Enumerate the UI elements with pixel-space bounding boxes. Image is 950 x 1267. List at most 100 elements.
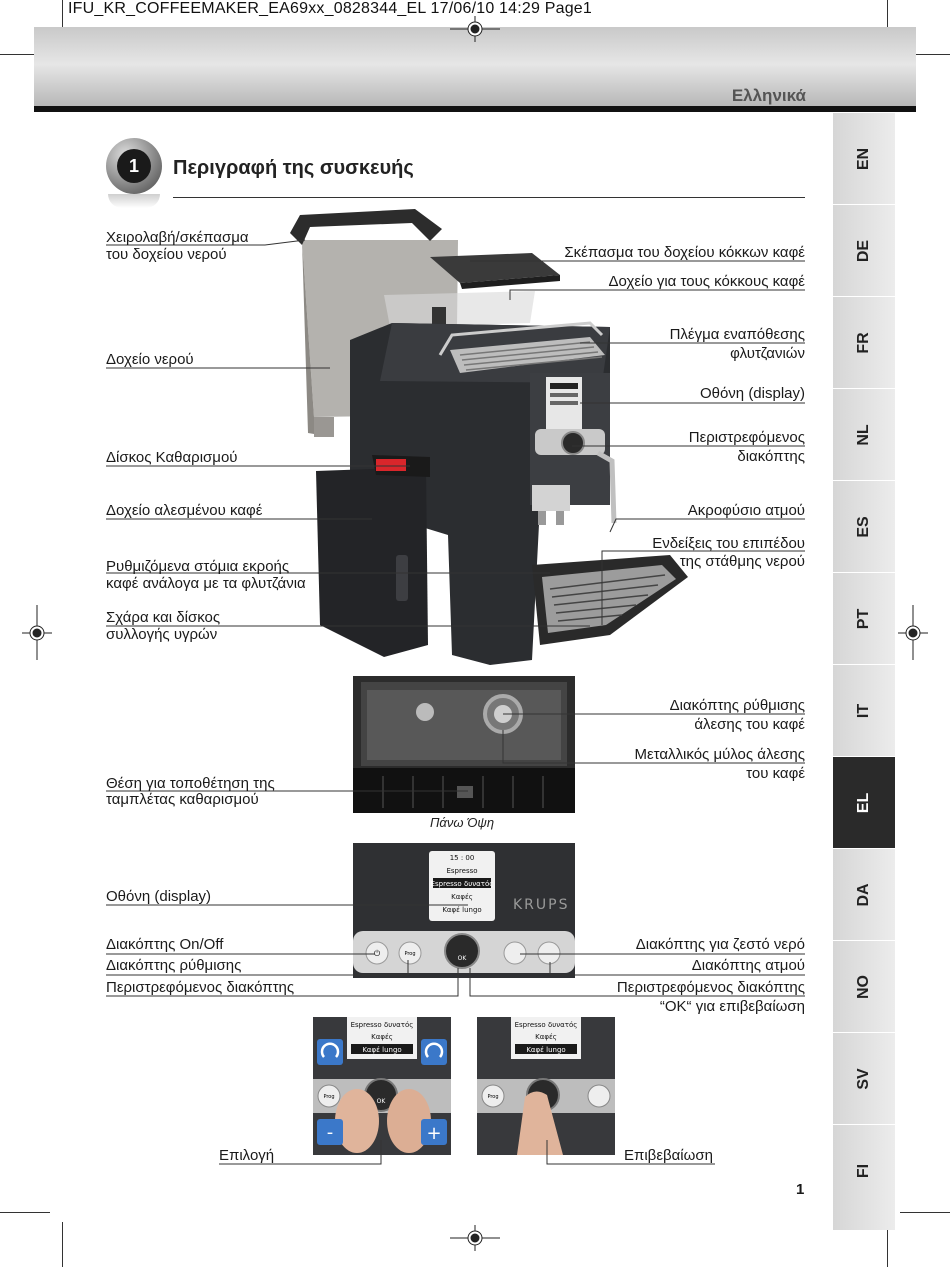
cup-grid — [450, 337, 605, 373]
label-handle-line2: του δοχείου νερού — [106, 246, 227, 263]
label-cleaning-tablet-line2: ταμπλέτας καθαρισμού — [106, 791, 259, 808]
svg-text:+: + — [426, 1123, 441, 1144]
label-on-off: Διακόπτης On/Off — [106, 936, 224, 953]
svg-text:OK: OK — [458, 955, 468, 962]
label-cleaning-disc: Δίσκος Καθαρισμού — [106, 449, 238, 466]
tab-fi[interactable]: FI — [833, 1124, 895, 1216]
svg-text:Prog: Prog — [487, 1094, 498, 1100]
control-panel-photo: 15 : 00 Espresso Espresso δυνατός Καφές … — [353, 843, 575, 978]
page-number: 1 — [796, 1181, 805, 1198]
svg-text:Espresso δυνατός: Espresso δυνατός — [515, 1021, 578, 1029]
tab-sv[interactable]: SV — [833, 1032, 895, 1124]
ok-knob — [444, 933, 480, 969]
label-cup-grid-line2: φλυτζανιών — [730, 345, 805, 362]
crop-mark — [887, 0, 888, 45]
tab-pt[interactable]: PT — [833, 572, 895, 664]
cleaning-disc-red — [376, 459, 406, 471]
registration-target-right — [898, 605, 928, 660]
minus-icon — [317, 1119, 343, 1145]
svg-text:15 : 00: 15 : 00 — [450, 854, 475, 862]
svg-text:Espresso δυνατός: Espresso δυνατός — [351, 1021, 414, 1029]
label-cleaning-tablet-line1: Θέση για τοποθέτηση της — [106, 775, 275, 792]
label-water-tank: Δοχείο νερού — [106, 351, 194, 368]
label-confirm: Επιβεβαίωση — [624, 1147, 713, 1164]
tab-en[interactable]: EN — [833, 112, 895, 204]
crop-mark — [62, 0, 63, 45]
crop-mark — [0, 54, 50, 55]
section-number: 1 — [117, 149, 151, 183]
label-metal-grinder-line2: του καφέ — [746, 765, 805, 782]
svg-text:Prog: Prog — [323, 1094, 334, 1100]
tab-el[interactable]: EL — [833, 756, 895, 848]
top-view-photo — [353, 676, 575, 813]
top-view-caption: Πάνω Όψη — [430, 815, 495, 830]
plus-icon — [421, 1119, 447, 1145]
label-rotary-switch2: Περιστρεφόμενος διακόπτης — [106, 979, 295, 996]
prog-button — [398, 941, 422, 965]
label-cup-grid-line1: Πλέγμα εναπόθεσης — [669, 326, 805, 343]
label-hot-water: Διακόπτης για ζεστό νερό — [635, 936, 805, 953]
label-rotary-line1: Περιστρεφόμενος — [688, 429, 805, 446]
crop-mark — [887, 1222, 888, 1267]
label-handle-line1: Χειρολαβή/σκέπασμα — [106, 229, 249, 246]
tab-da[interactable]: DA — [833, 848, 895, 940]
label-bean-container: Δοχείο για τους κόκκους καφέ — [608, 273, 805, 290]
svg-text:Prog: Prog — [404, 951, 415, 957]
tab-no[interactable]: NO — [833, 940, 895, 1032]
tab-it[interactable]: IT — [833, 664, 895, 756]
crop-mark — [900, 1212, 950, 1213]
label-display: Οθόνη (display) — [699, 385, 805, 402]
select-photo: Espresso δυνατός Καφές Καφέ lungo Prog O… — [313, 1017, 451, 1155]
label-prog-switch: Διακόπτης ρύθμισης — [106, 957, 242, 974]
label-metal-grinder-line1: Μεταλλικός μύλος άλεσης — [634, 746, 805, 763]
crop-mark — [62, 1222, 63, 1267]
registration-target-left — [22, 605, 52, 660]
language-title: Ελληνικά — [731, 86, 806, 105]
section-title: Περιγραφή της συσκευής — [173, 157, 414, 179]
svg-text:Espresso: Espresso — [446, 867, 477, 875]
label-drip-tray-line1: Σχάρα και δίσκος — [106, 609, 221, 626]
print-header: IFU_KR_COFFEEMAKER_EA69xx_0828344_EL 17/… — [68, 0, 593, 17]
label-rotary-ok-line2: “OK“ για επιβεβαίωση — [659, 998, 805, 1015]
badge-reflection — [108, 194, 160, 208]
brand-logo: KRUPS — [513, 897, 569, 913]
svg-text:Καφέ lungo: Καφέ lungo — [362, 1046, 401, 1054]
section-rule — [173, 197, 805, 198]
svg-text:-: - — [327, 1122, 334, 1143]
section-number-badge: 1 — [106, 138, 162, 194]
label-select: Επιλογή — [219, 1147, 275, 1164]
language-sidebar: EN DE FR NL ES PT IT EL DA NO SV FI — [833, 112, 895, 1230]
label-steam-nozzle: Ακροφύσιο ατμού — [687, 502, 805, 519]
hand-right — [387, 1089, 431, 1153]
tab-de[interactable]: DE — [833, 204, 895, 296]
crop-mark — [900, 54, 950, 55]
label-drip-tray-line2: συλλογής υγρών — [106, 626, 218, 643]
label-spouts-line1: Ρυθμιζόμενα στόμια εκροής — [106, 558, 290, 575]
bean-container — [384, 291, 535, 327]
coffee-spout — [532, 485, 570, 511]
steam-nozzle — [596, 450, 617, 524]
svg-text:Καφές: Καφές — [451, 893, 473, 901]
confirm-photo: Espresso δυνατός Καφές Καφέ lungo Prog — [477, 1017, 615, 1155]
svg-text:Καφέ lungo: Καφέ lungo — [442, 906, 481, 914]
hand-left — [335, 1089, 379, 1153]
tab-es[interactable]: ES — [833, 480, 895, 572]
tab-nl[interactable]: NL — [833, 388, 895, 480]
label-grind-knob-line2: άλεσης του καφέ — [694, 716, 805, 733]
label-spouts-line2: καφέ ανάλογα με τα φλυτζάνια — [106, 575, 306, 592]
grind-knob — [416, 703, 434, 721]
hot-water-button — [503, 941, 527, 965]
tab-fr[interactable]: FR — [833, 296, 895, 388]
coffee-machine-illustration — [290, 209, 688, 665]
ground-coffee-container — [316, 467, 428, 657]
svg-text:⏻: ⏻ — [374, 949, 381, 958]
finger-press — [517, 1091, 563, 1155]
svg-text:OK: OK — [377, 1098, 387, 1105]
label-rotary-line2: διακόπτης — [737, 448, 805, 465]
svg-text:Καφές: Καφές — [535, 1033, 557, 1041]
tank-handle — [290, 209, 442, 245]
registration-target-bottom — [450, 1225, 500, 1251]
svg-text:Espresso δυνατός: Espresso δυνατός — [431, 880, 494, 888]
label-steam-switch: Διακόπτης ατμού — [691, 957, 805, 974]
label-ground-coffee-container: Δοχείο αλεσμένου καφέ — [106, 502, 263, 519]
